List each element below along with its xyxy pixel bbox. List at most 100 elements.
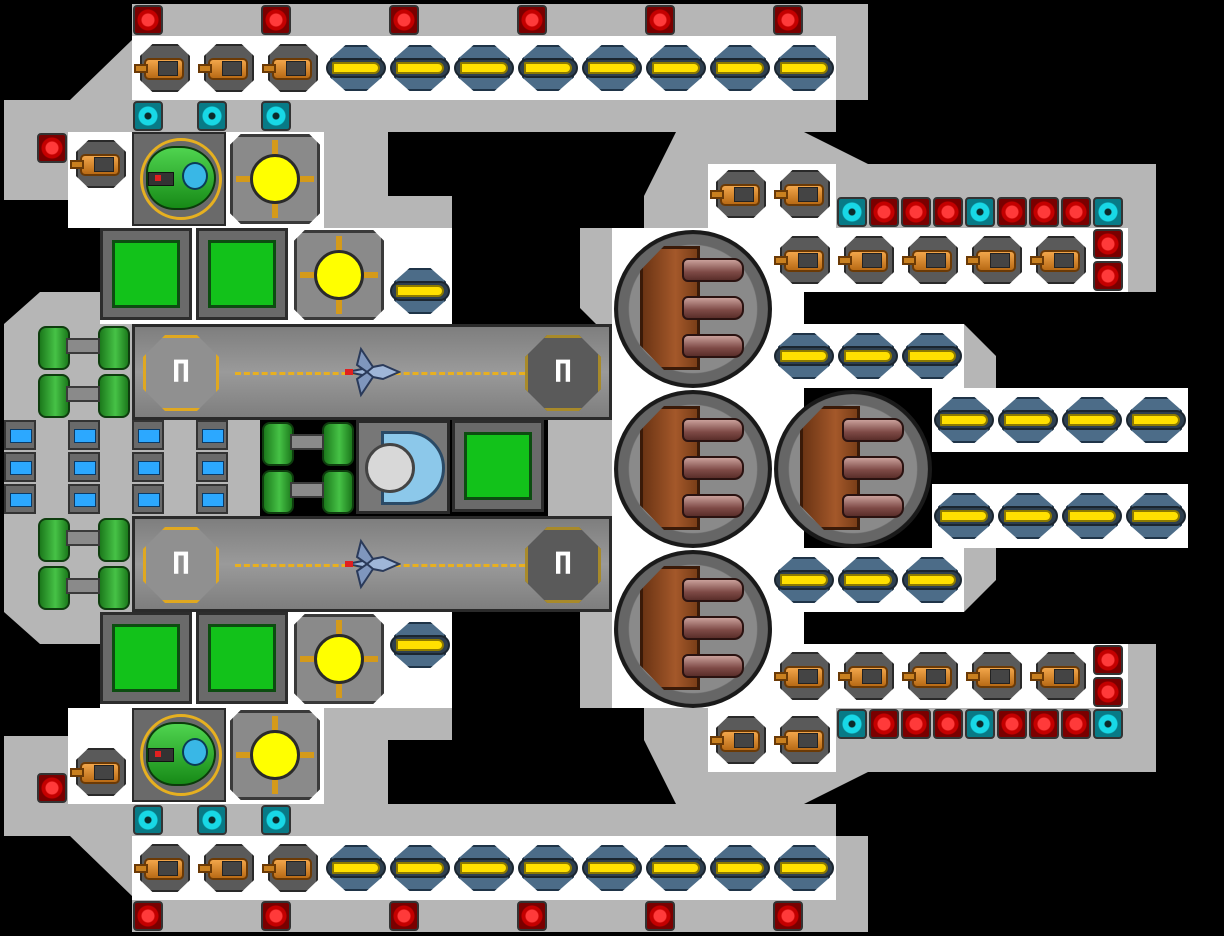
yellow-missile-launcher-icon[interactable] [324, 41, 388, 95]
blue-power-cell-icon[interactable] [68, 484, 100, 514]
orange-laser-turret-icon[interactable] [70, 136, 132, 192]
red-armor-block-icon[interactable] [1061, 197, 1091, 227]
orange-laser-turret-icon[interactable] [70, 744, 132, 800]
yellow-missile-launcher-icon[interactable] [580, 41, 644, 95]
bridge-cockpit-icon[interactable] [356, 420, 450, 514]
cyan-sensor-block-icon[interactable] [197, 805, 227, 835]
red-armor-block-icon[interactable] [869, 197, 899, 227]
fighter-craft-icon[interactable] [343, 345, 401, 399]
yellow-missile-launcher-icon[interactable] [900, 553, 964, 607]
red-armor-block-icon[interactable] [1061, 709, 1091, 739]
yellow-missile-launcher-icon[interactable] [772, 41, 836, 95]
yellow-missile-launcher-icon[interactable] [324, 841, 388, 895]
cyan-sensor-block-icon[interactable] [1093, 709, 1123, 739]
orange-laser-turret-icon[interactable] [774, 232, 836, 288]
red-armor-block-icon[interactable] [1029, 197, 1059, 227]
yellow-missile-launcher-icon[interactable] [1124, 489, 1188, 543]
heavy-cannon-turret-icon[interactable] [612, 548, 774, 710]
blue-power-cell-icon[interactable] [196, 452, 228, 482]
green-reactor-tank-icon[interactable] [36, 324, 132, 420]
orange-laser-turret-icon[interactable] [838, 232, 900, 288]
yellow-missile-launcher-icon[interactable] [836, 329, 900, 383]
orange-laser-turret-icon[interactable] [1030, 648, 1092, 704]
cyan-sensor-block-icon[interactable] [837, 197, 867, 227]
blue-power-cell-icon[interactable] [132, 452, 164, 482]
red-armor-block-icon[interactable] [37, 133, 67, 163]
red-armor-block-icon[interactable] [645, 901, 675, 931]
orange-laser-turret-icon[interactable] [198, 840, 260, 896]
yellow-missile-launcher-icon[interactable] [932, 489, 996, 543]
yellow-missile-launcher-icon[interactable] [932, 393, 996, 447]
blue-power-cell-icon[interactable] [4, 452, 36, 482]
red-armor-block-icon[interactable] [1093, 229, 1123, 259]
red-armor-block-icon[interactable] [933, 197, 963, 227]
cyan-sensor-block-icon[interactable] [837, 709, 867, 739]
red-armor-block-icon[interactable] [645, 5, 675, 35]
orange-laser-turret-icon[interactable] [710, 166, 772, 222]
orange-laser-turret-icon[interactable] [966, 232, 1028, 288]
green-reactor-tank-icon[interactable] [36, 516, 132, 612]
blue-power-cell-icon[interactable] [4, 484, 36, 514]
orange-laser-turret-icon[interactable] [262, 40, 324, 96]
red-armor-block-icon[interactable] [133, 901, 163, 931]
orange-laser-turret-icon[interactable] [134, 40, 196, 96]
cyan-sensor-block-icon[interactable] [1093, 197, 1123, 227]
green-cargo-container-icon[interactable] [452, 420, 544, 512]
red-armor-block-icon[interactable] [997, 709, 1027, 739]
orange-laser-turret-icon[interactable] [902, 232, 964, 288]
cyan-sensor-block-icon[interactable] [197, 101, 227, 131]
yellow-missile-launcher-icon[interactable] [900, 329, 964, 383]
orange-laser-turret-icon[interactable] [774, 712, 836, 768]
red-armor-block-icon[interactable] [773, 901, 803, 931]
green-cargo-container-icon[interactable] [196, 228, 288, 320]
yellow-missile-launcher-icon[interactable] [1124, 393, 1188, 447]
hangar-bay-icon[interactable]: Π Π [132, 324, 612, 420]
blue-power-cell-icon[interactable] [132, 420, 164, 450]
yellow-missile-launcher-icon[interactable] [452, 41, 516, 95]
yellow-missile-launcher-icon[interactable] [772, 329, 836, 383]
cyan-sensor-block-icon[interactable] [261, 805, 291, 835]
red-armor-block-icon[interactable] [869, 709, 899, 739]
blue-power-cell-icon[interactable] [68, 420, 100, 450]
red-armor-block-icon[interactable] [37, 773, 67, 803]
yellow-missile-launcher-icon[interactable] [996, 489, 1060, 543]
blue-power-cell-icon[interactable] [132, 484, 164, 514]
yellow-missile-launcher-icon[interactable] [388, 41, 452, 95]
red-armor-block-icon[interactable] [133, 5, 163, 35]
red-armor-block-icon[interactable] [1029, 709, 1059, 739]
green-cargo-container-icon[interactable] [196, 612, 288, 704]
blue-power-cell-icon[interactable] [68, 452, 100, 482]
green-helm-turret-icon[interactable] [132, 132, 226, 226]
orange-laser-turret-icon[interactable] [966, 648, 1028, 704]
yellow-missile-launcher-icon[interactable] [1060, 489, 1124, 543]
yellow-missile-launcher-icon[interactable] [452, 841, 516, 895]
orange-laser-turret-icon[interactable] [262, 840, 324, 896]
green-cargo-container-icon[interactable] [100, 612, 192, 704]
orange-laser-turret-icon[interactable] [902, 648, 964, 704]
red-armor-block-icon[interactable] [1093, 645, 1123, 675]
red-armor-block-icon[interactable] [261, 901, 291, 931]
red-armor-block-icon[interactable] [517, 901, 547, 931]
cyan-sensor-block-icon[interactable] [133, 805, 163, 835]
orange-laser-turret-icon[interactable] [774, 166, 836, 222]
orange-laser-turret-icon[interactable] [710, 712, 772, 768]
green-reactor-tank-icon[interactable] [260, 420, 356, 516]
yellow-missile-launcher-icon[interactable] [772, 841, 836, 895]
blue-power-cell-icon[interactable] [196, 420, 228, 450]
red-armor-block-icon[interactable] [773, 5, 803, 35]
cyan-sensor-block-icon[interactable] [965, 197, 995, 227]
red-armor-block-icon[interactable] [261, 5, 291, 35]
red-armor-block-icon[interactable] [901, 709, 931, 739]
orange-laser-turret-icon[interactable] [134, 840, 196, 896]
green-helm-turret-icon[interactable] [132, 708, 226, 802]
red-armor-block-icon[interactable] [389, 901, 419, 931]
hangar-bay-icon[interactable]: Π Π [132, 516, 612, 612]
yellow-missile-launcher-icon[interactable] [708, 41, 772, 95]
yellow-missile-launcher-icon[interactable] [580, 841, 644, 895]
red-armor-block-icon[interactable] [933, 709, 963, 739]
cyan-sensor-block-icon[interactable] [965, 709, 995, 739]
yellow-missile-launcher-icon[interactable] [1060, 393, 1124, 447]
blue-power-cell-icon[interactable] [4, 420, 36, 450]
cyan-sensor-block-icon[interactable] [261, 101, 291, 131]
yellow-shield-generator-icon[interactable] [228, 708, 322, 802]
